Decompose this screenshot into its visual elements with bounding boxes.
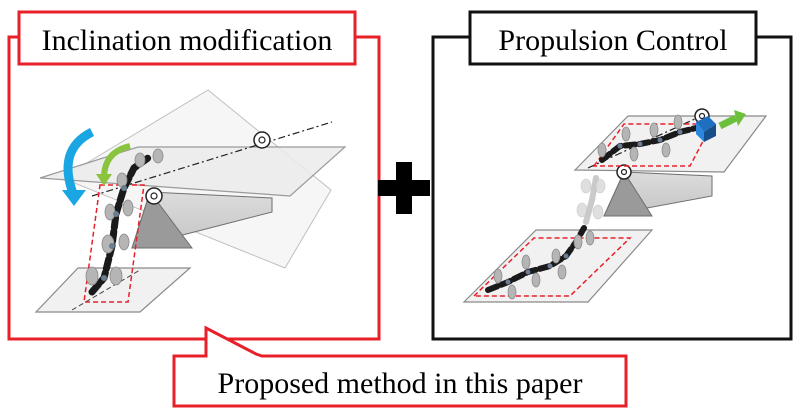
snake-robot-left	[85, 148, 164, 296]
plus-icon	[378, 162, 430, 214]
rotate-arrow-large-icon	[62, 127, 95, 206]
lower-axis-line	[71, 269, 141, 311]
callout: Proposed method in this paper	[172, 325, 628, 408]
lower-plane	[34, 267, 192, 313]
callout-bubble	[172, 325, 628, 408]
robot-highlight-box	[83, 184, 145, 303]
left-title-box	[17, 10, 357, 66]
robot-head-block	[696, 116, 716, 142]
rotation-axis-icon	[145, 131, 271, 205]
snake-robot-upper	[597, 114, 716, 163]
lower-highlight-box	[472, 237, 632, 297]
step-wedge-side	[603, 170, 653, 217]
callout-text: Proposed method in this paper	[218, 367, 583, 400]
robot-transition-segment	[583, 175, 599, 225]
rotation-axis-line	[587, 111, 711, 169]
lower-plane	[462, 229, 654, 303]
right-panel: Propulsion Control	[431, 10, 793, 341]
right-title-box	[468, 10, 758, 66]
snake-robot-lower	[485, 225, 595, 300]
rotation-axis-line	[91, 121, 333, 197]
left-panel-title: Inclination modification	[42, 24, 333, 57]
upper-plane-horizontal	[39, 146, 347, 197]
direction-arrow-icon	[718, 110, 746, 130]
step-wedge-side	[131, 190, 193, 249]
right-panel-title: Propulsion Control	[498, 24, 727, 57]
rotate-arrow-small-icon	[96, 143, 131, 186]
rotation-axis-icon	[616, 108, 710, 180]
left-panel: Inclination modification	[7, 10, 381, 341]
